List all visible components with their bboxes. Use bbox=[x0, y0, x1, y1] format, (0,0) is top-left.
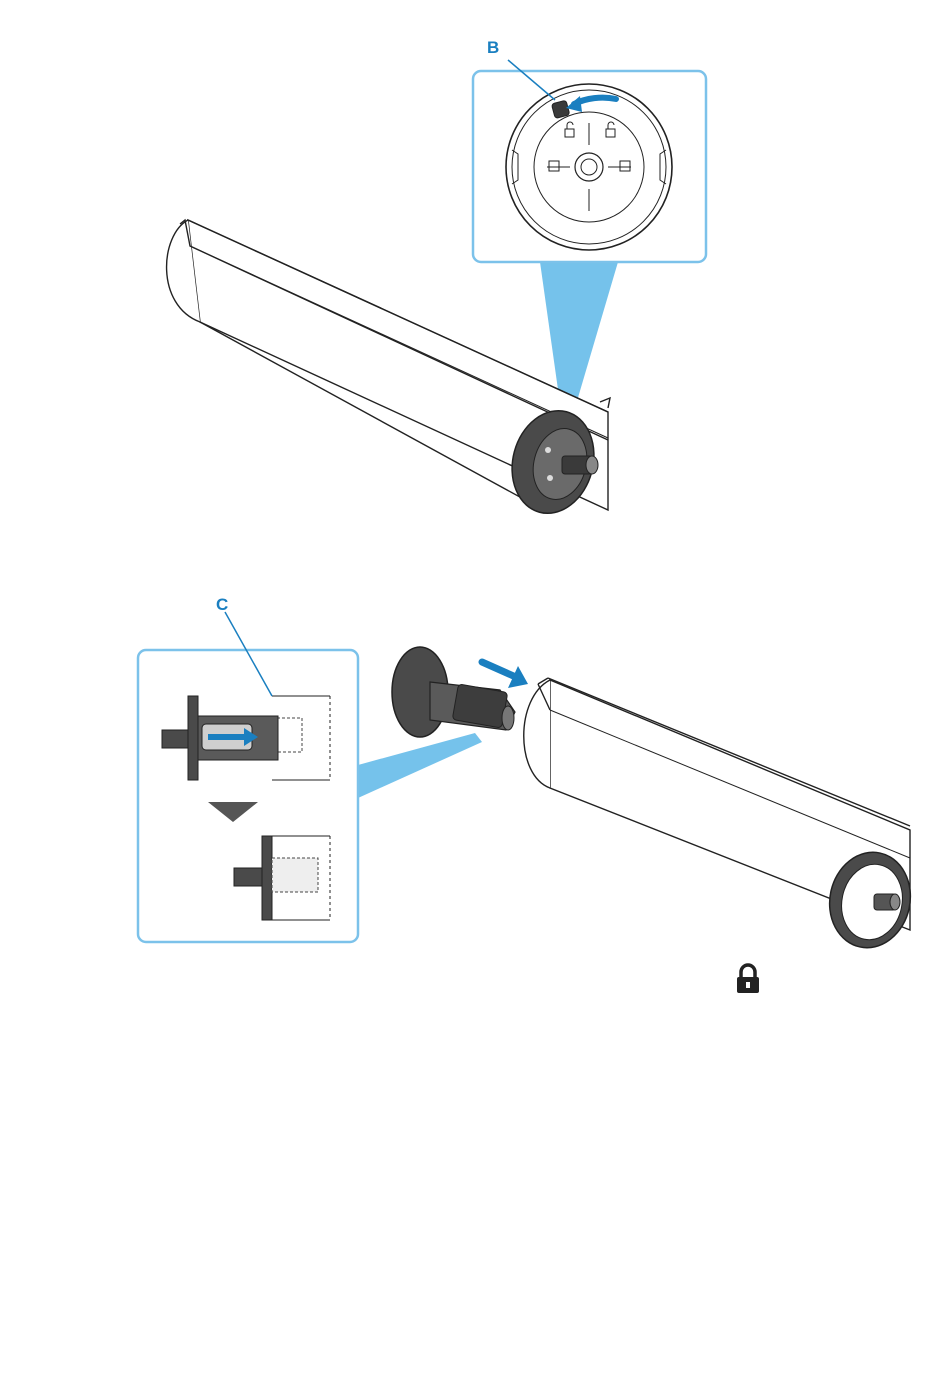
callout-label-c: C bbox=[216, 595, 228, 614]
figure-roll-end-cap: B bbox=[130, 30, 710, 520]
lock-icon bbox=[733, 963, 763, 995]
detail-box-c bbox=[138, 650, 358, 942]
callout-beam bbox=[358, 733, 482, 798]
roll-end-cap-illustration: B bbox=[130, 30, 710, 520]
callout-label-b: B bbox=[487, 38, 499, 57]
figure-roll-holder-insertion: C bbox=[130, 590, 920, 950]
detail-box-b bbox=[473, 71, 706, 262]
push-arrow-icon bbox=[482, 662, 528, 688]
lever-b bbox=[551, 100, 569, 118]
roll-holder-insertion-illustration: C bbox=[130, 590, 920, 950]
roll-holder bbox=[392, 647, 515, 737]
